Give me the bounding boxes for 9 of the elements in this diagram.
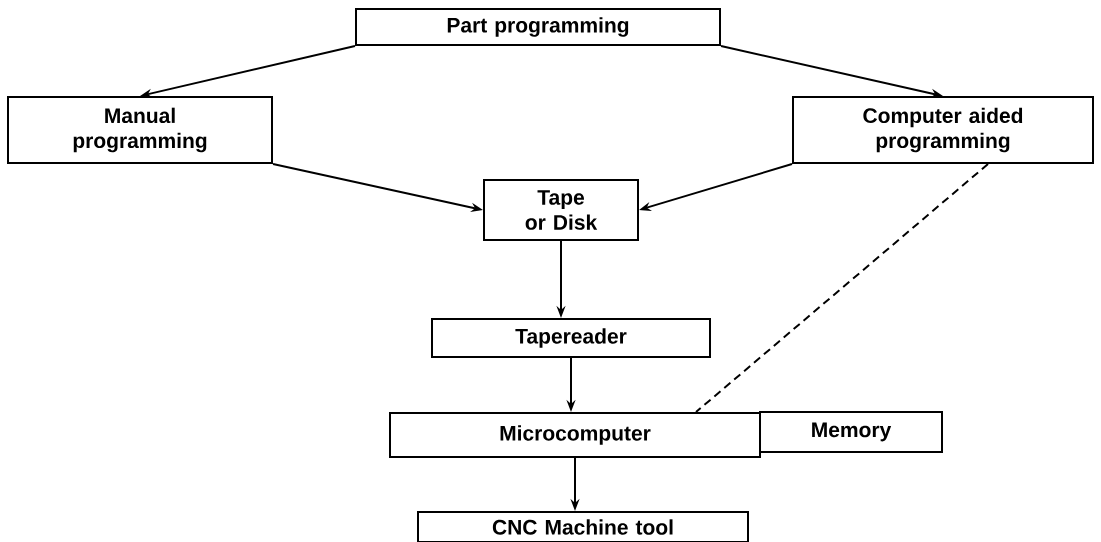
- process-box: CNC Machine tool: [417, 511, 749, 542]
- process-box: Tapereader: [431, 318, 711, 358]
- dashed-line: [695, 163, 989, 413]
- process-box: Part programming: [355, 8, 721, 46]
- process-box: Memory: [759, 411, 943, 453]
- process-box: Tape or Disk: [483, 179, 639, 241]
- process-box: Microcomputer: [389, 412, 761, 458]
- process-box: Computer aided programming: [792, 96, 1094, 164]
- process-box: Manual programming: [7, 96, 273, 164]
